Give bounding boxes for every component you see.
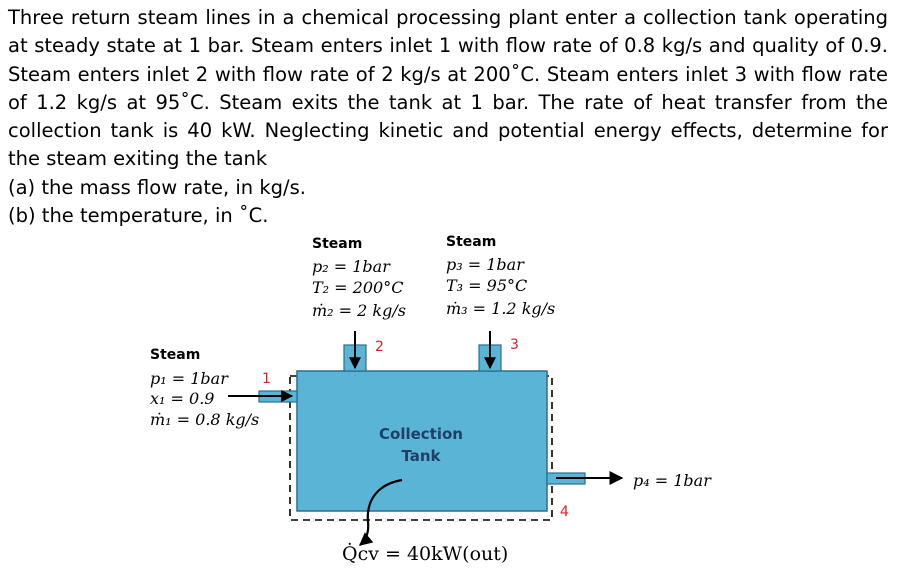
- inlet1-title: Steam: [150, 347, 200, 363]
- outlet4-number: 4: [560, 504, 569, 520]
- inlet2-number: 2: [375, 339, 384, 355]
- inlet2-massflow: ṁ₂ = 2 kg/s: [312, 301, 406, 320]
- inlet3-number: 3: [510, 337, 519, 353]
- inlet3-temperature: T₃ = 95°C: [446, 276, 527, 295]
- heat-transfer-label: Q̇cv = 40kW(out): [342, 543, 508, 565]
- inlet1-pressure: p₁ = 1bar: [150, 369, 229, 388]
- problem-text: Three return steam lines in a chemical p…: [8, 6, 888, 171]
- inlet2-pressure: p₂ = 1bar: [312, 257, 391, 276]
- collection-tank: [296, 370, 548, 512]
- part-a: (a) the mass flow rate, in kg/s.: [8, 175, 306, 199]
- tank-label-line1: Collection: [379, 425, 463, 443]
- inlet2-temperature: T₂ = 200°C: [312, 278, 403, 297]
- part-b: (b) the temperature, in ˚C.: [8, 204, 269, 228]
- tank-label-line2: Tank: [401, 447, 441, 465]
- inlet3-title: Steam: [446, 234, 496, 250]
- inlet1-number: 1: [262, 371, 271, 387]
- inlet3-massflow: ṁ₃ = 1.2 kg/s: [446, 299, 555, 318]
- inlet1-quality: x₁ = 0.9: [150, 389, 214, 408]
- outlet4-pressure: p₄ = 1bar: [633, 471, 712, 490]
- problem-statement: Three return steam lines in a chemical p…: [8, 4, 888, 230]
- inlet1-massflow: ṁ₁ = 0.8 kg/s: [150, 410, 259, 429]
- inlet3-pressure: p₃ = 1bar: [446, 255, 525, 274]
- inlet2-title: Steam: [312, 236, 362, 252]
- heat-transfer-arrow: [358, 478, 403, 546]
